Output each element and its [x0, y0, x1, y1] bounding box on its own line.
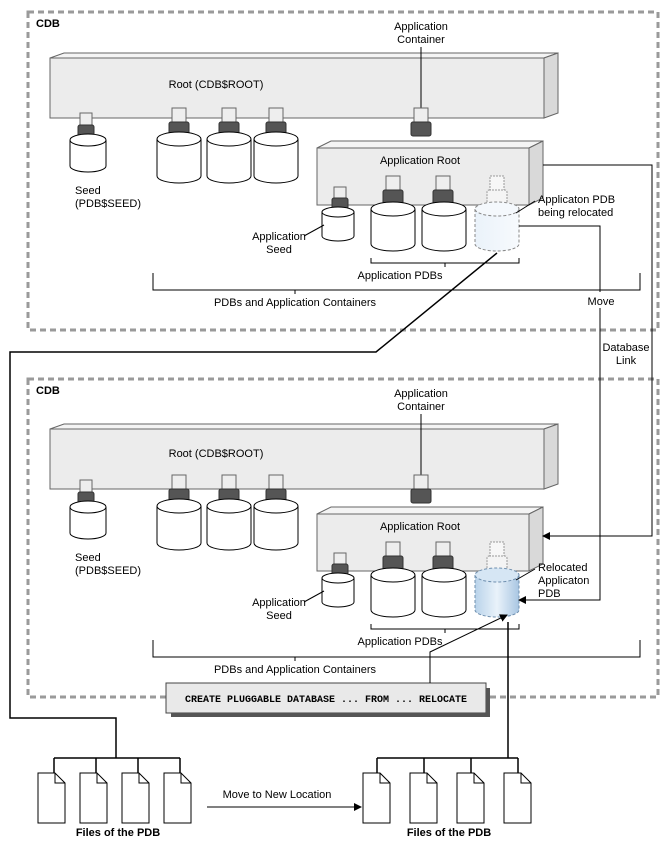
file-icon: [362, 772, 391, 824]
app-pdbs-label: Application PDBs: [358, 270, 443, 282]
app-root-box: [316, 506, 544, 572]
app-seed-label-1: Application: [252, 597, 306, 609]
plug-app-pdb-1: [382, 541, 404, 571]
move-line: [518, 225, 601, 604]
cdb-label: CDB: [36, 18, 60, 30]
command-text: CREATE PLUGGABLE DATABASE ... FROM ... R…: [185, 695, 467, 706]
file-icon: [456, 772, 485, 824]
plug-app-pdb-2: [432, 175, 454, 205]
file-icon: [409, 772, 438, 824]
app-seed-pointer: [303, 224, 325, 237]
file-icon: [503, 772, 532, 824]
files-left-group: [37, 757, 192, 824]
app-pdbs-bracket: [370, 624, 520, 633]
file-icon: [37, 772, 66, 824]
relocated-pdb-cylinder: [474, 567, 520, 618]
root-label: Root (CDB$ROOT): [169, 79, 264, 91]
files-left-label: Files of the PDB: [76, 827, 160, 839]
plug-app-root: [410, 474, 432, 504]
app-root-label: Application Root: [380, 155, 460, 167]
plug-seed: [77, 479, 95, 505]
root-label: Root (CDB$ROOT): [169, 448, 264, 460]
app-root-label: Application Root: [380, 521, 460, 533]
files-right-label: Files of the PDB: [407, 827, 491, 839]
seed-label-1: Seed: [75, 552, 101, 564]
pdbs-label: PDBs and Application Containers: [214, 297, 377, 309]
cdb-label: CDB: [36, 385, 60, 397]
plug-relocating-pdb: [486, 175, 508, 205]
root-container-box: [49, 423, 559, 490]
cdb-boundary: [26, 10, 660, 332]
app-container-label-2: Container: [397, 401, 445, 413]
app-seed-pointer: [303, 590, 325, 603]
database-link-line: [542, 164, 653, 540]
pdb-cylinder-3: [253, 498, 299, 551]
plug-app-seed: [331, 186, 349, 210]
pdbs-label: PDBs and Application Containers: [214, 664, 377, 676]
pdb-cylinder-1: [156, 131, 202, 184]
cdb-panel-bottom: CDB Root (CDB$ROOT) Application Containe…: [26, 377, 660, 699]
pdbs-bracket: [152, 640, 641, 658]
pdb-cylinder-3: [253, 131, 299, 184]
move-to-new-location-label: Move to New Location: [223, 789, 332, 801]
file-icon: [121, 772, 150, 824]
app-container-label-1: Application: [394, 21, 448, 33]
relocating-pdb-cylinder: [474, 201, 520, 252]
pdb-cylinder-2: [206, 498, 252, 551]
app-container-label-2: Container: [397, 34, 445, 46]
database-link-label-1: Database: [602, 342, 649, 354]
app-pdb-cylinder-2: [421, 201, 467, 252]
database-link-label-2: Link: [616, 355, 637, 367]
file-icon: [79, 772, 108, 824]
relocating-pdb-label-1: Applicaton PDB: [538, 194, 615, 206]
relocated-pdb-label-1: Relocated: [538, 562, 588, 574]
relocated-pdb-pointer: [515, 568, 536, 581]
relocated-pdb-label-3: PDB: [538, 588, 561, 600]
pdb-cylinder-2: [206, 131, 252, 184]
app-pdbs-bracket: [370, 258, 520, 267]
seed-label-2: (PDB$SEED): [75, 565, 141, 577]
app-pdbs-label: Application PDBs: [358, 636, 443, 648]
seed-label-1: Seed: [75, 185, 101, 197]
move-label-bg: [580, 292, 622, 308]
plug-app-pdb-1: [382, 175, 404, 205]
relocated-pdb-label-2: Applicaton: [538, 575, 589, 587]
app-pdb-cylinder-1: [370, 567, 416, 618]
command-box-shadow: [486, 688, 490, 717]
cdb-panel-top: CDB Root (CDB$ROOT) Application Containe…: [26, 10, 660, 332]
app-container-label-1: Application: [394, 388, 448, 400]
app-seed-label-1: Application: [252, 231, 306, 243]
move-label: Move: [588, 296, 615, 308]
app-seed-cylinder: [321, 206, 355, 242]
command-arrow: [429, 614, 508, 683]
app-pdb-cylinder-1: [370, 201, 416, 252]
plug-seed: [77, 112, 95, 138]
seed-cylinder: [69, 133, 107, 173]
relocating-pdb-pointer: [515, 200, 536, 214]
seed-label-2: (PDB$SEED): [75, 198, 141, 210]
plug-app-root: [410, 107, 432, 137]
app-seed-cylinder: [321, 572, 355, 608]
relocating-pdb-label-2: being relocated: [538, 207, 613, 219]
app-seed-label-2: Seed: [266, 610, 292, 622]
seed-cylinder: [69, 500, 107, 540]
pdb-cylinder-1: [156, 498, 202, 551]
command-box-shadow-bottom: [171, 713, 490, 717]
plug-app-seed: [331, 552, 349, 576]
pdbs-bracket: [152, 273, 641, 291]
app-pdb-cylinder-2: [421, 567, 467, 618]
files-right-group: [362, 757, 532, 824]
root-container-box: [49, 52, 559, 119]
command-box: [165, 682, 487, 714]
plug-app-pdb-2: [432, 541, 454, 571]
file-icon: [163, 772, 192, 824]
app-root-box: [316, 140, 544, 206]
plug-relocated-pdb: [486, 541, 508, 571]
files-source-line: [9, 252, 498, 758]
app-seed-label-2: Seed: [266, 244, 292, 256]
